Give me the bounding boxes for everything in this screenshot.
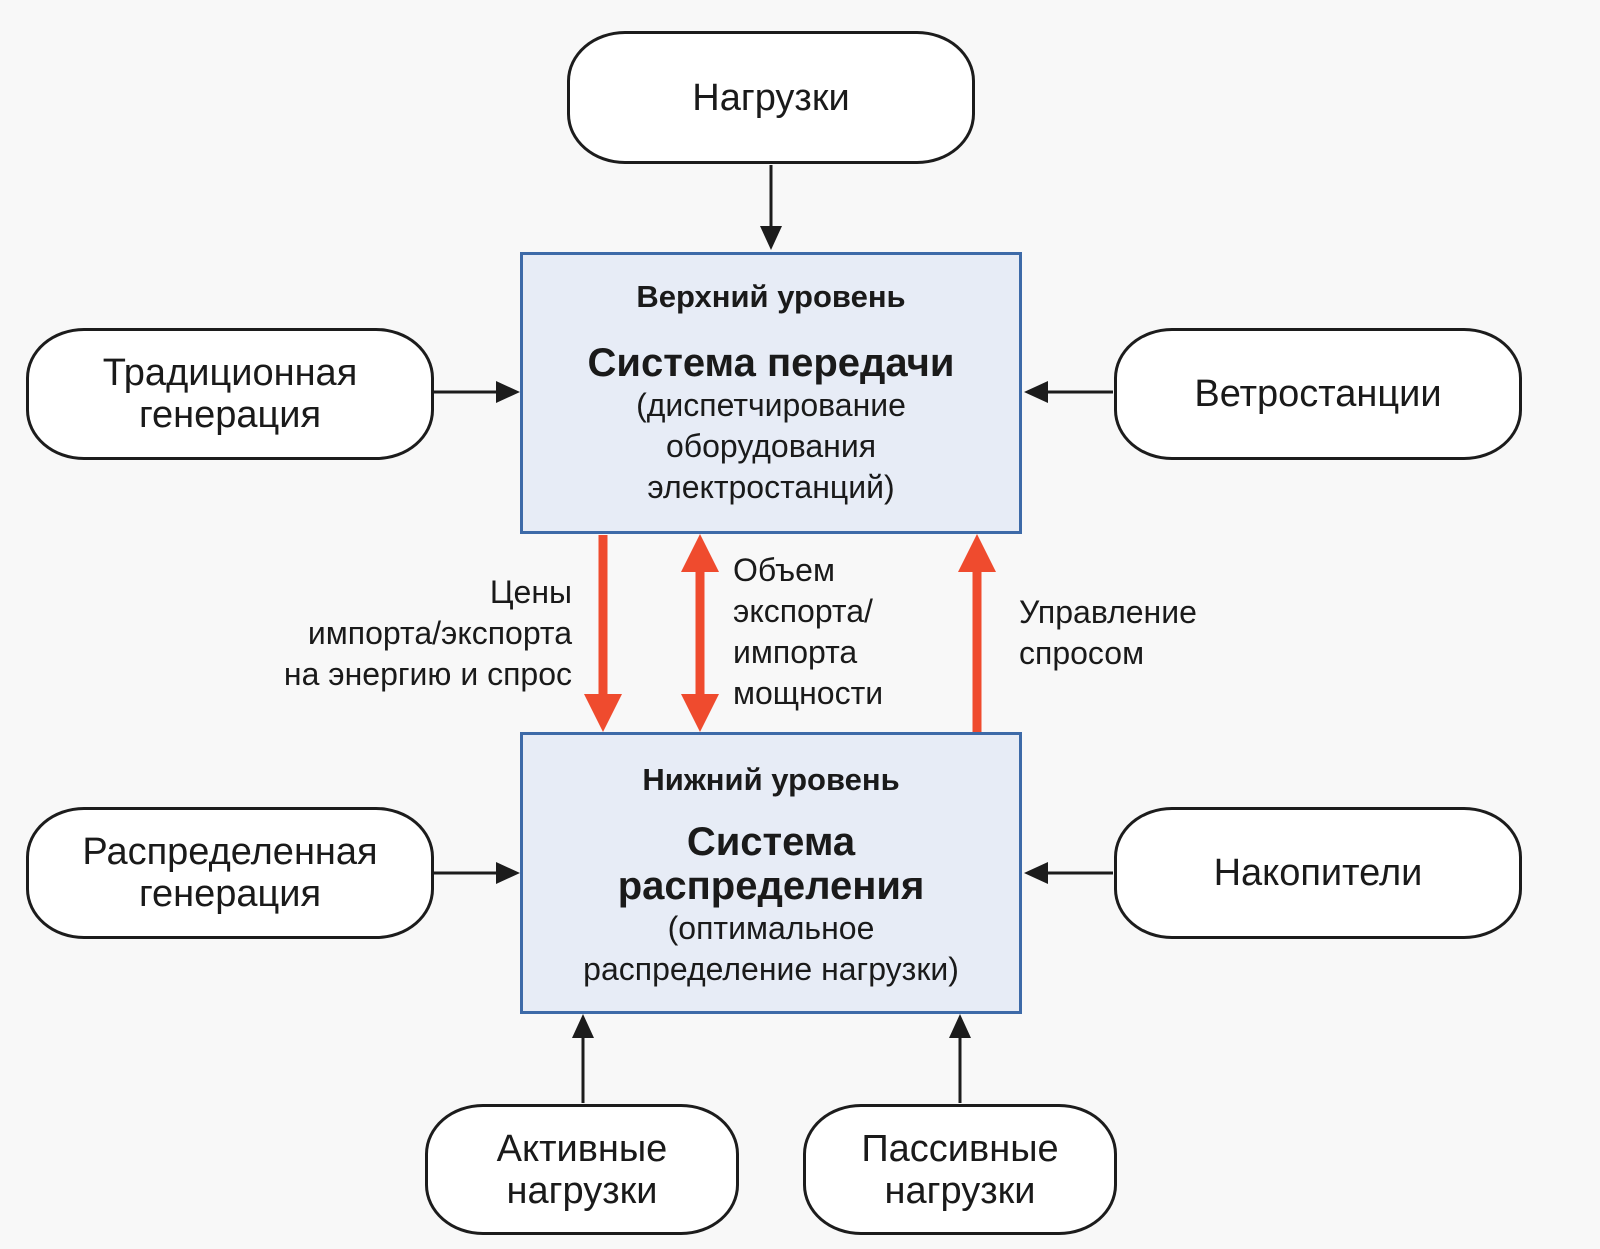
node-loads-label: Нагрузки	[692, 76, 850, 119]
node-wind-label: Ветростанции	[1194, 373, 1442, 415]
arrow-traditional-to-upper	[433, 381, 520, 403]
upper-system-name: Система передачи	[587, 341, 955, 385]
flow-demand-line-1: Управление	[1019, 594, 1197, 630]
node-distributed-label-2: генерация	[138, 873, 322, 915]
node-passive-loads-label-2: нагрузки	[884, 1169, 1036, 1212]
node-traditional-generation: Традиционная генерация	[26, 328, 434, 460]
node-storage: Накопители	[1114, 807, 1522, 939]
flow-prices-line-1: Цены	[489, 574, 572, 610]
node-active-loads-label-1: Активные	[496, 1127, 668, 1170]
arrow-wind-to-upper	[1024, 381, 1113, 403]
upper-desc-3: электростанций)	[647, 469, 895, 505]
node-passive-loads-label-1: Пассивные	[861, 1127, 1059, 1170]
flow-demand-line-2: спросом	[1019, 635, 1145, 671]
flow-label-prices: Цены импорта/экспорта на энергию и спрос	[284, 572, 572, 695]
arrow-prices-down	[584, 535, 622, 732]
node-distributed-generation: Распределенная генерация	[26, 807, 434, 939]
lower-system-name-2: распределения	[617, 864, 925, 908]
node-distributed-label-1: Распределенная	[82, 831, 378, 873]
node-wind-stations: Ветростанции	[1114, 328, 1522, 460]
lower-level-label: Нижний уровень	[642, 762, 900, 797]
flow-prices-line-3: на энергию и спрос	[283, 656, 572, 692]
flow-volume-line-3: импорта	[733, 634, 858, 670]
node-traditional-label-1: Традиционная	[102, 352, 358, 394]
arrow-volume-both	[681, 534, 719, 732]
node-active-loads: Активные нагрузки	[425, 1104, 739, 1235]
flow-volume-line-4: мощности	[733, 675, 884, 711]
upper-level-box: Верхний уровень Система передачи (диспет…	[520, 252, 1022, 534]
arrow-active-loads-to-lower	[572, 1014, 594, 1103]
node-passive-loads: Пассивные нагрузки	[803, 1104, 1117, 1235]
black-arrows	[433, 165, 1113, 1103]
arrow-loads-to-upper	[760, 165, 782, 250]
lower-desc-2: распределение нагрузки)	[583, 951, 959, 987]
upper-desc-1: (диспетчирование	[636, 387, 906, 423]
node-loads: Нагрузки	[567, 31, 975, 164]
red-arrows	[584, 534, 996, 732]
flow-prices-line-2: импорта/экспорта	[307, 615, 572, 651]
node-active-loads-label-2: нагрузки	[506, 1169, 658, 1212]
upper-level-label: Верхний уровень	[636, 279, 906, 314]
flow-volume-line-2: экспорта/	[733, 593, 873, 629]
node-storage-label: Накопители	[1213, 852, 1423, 894]
flow-volume-line-1: Объем	[733, 552, 835, 588]
upper-desc-2: оборудования	[665, 428, 877, 464]
lower-level-box: Нижний уровень Система распределения (оп…	[520, 732, 1022, 1014]
lower-desc-1: (оптимальное	[667, 910, 875, 946]
arrow-storage-to-lower	[1024, 862, 1113, 884]
flow-label-volume: Объем экспорта/ импорта мощности	[733, 550, 883, 714]
lower-system-name-1: Система	[686, 820, 856, 864]
node-traditional-label-2: генерация	[138, 394, 322, 436]
arrow-passive-loads-to-lower	[949, 1014, 971, 1103]
arrow-distributed-to-lower	[433, 862, 520, 884]
flow-label-demand: Управление спросом	[1019, 592, 1197, 674]
arrow-demand-up	[958, 534, 996, 732]
